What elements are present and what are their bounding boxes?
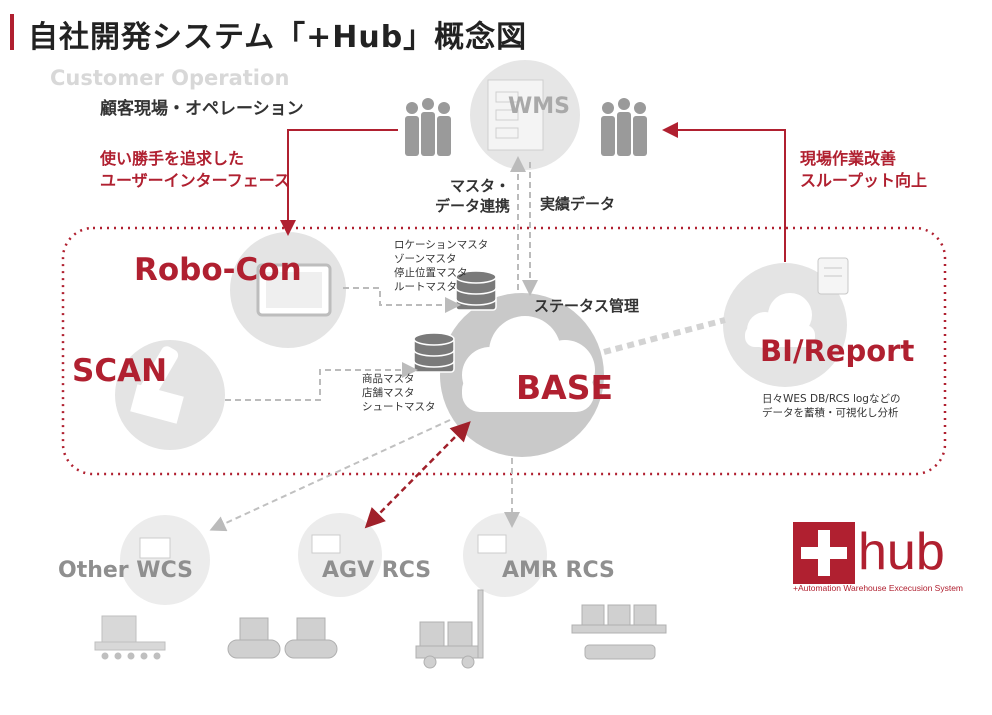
ui-note: 使い勝手を追求した ユーザーインターフェース: [100, 149, 290, 190]
improvement-arrow: [662, 122, 786, 262]
scan-label: SCAN: [72, 353, 168, 389]
hub-logo-tagline: +Automation Warehouse Excecusion System: [793, 583, 964, 593]
barcode-scanner-icon: [130, 346, 184, 424]
customer-operation-jp: 顧客現場・オペレーション: [100, 99, 304, 119]
customer-operation-en: Customer Operation: [50, 66, 290, 90]
status-management-note: ステータス管理: [534, 297, 640, 315]
workers-icon-left: [405, 98, 451, 156]
other-wcs-arrow: [209, 419, 451, 532]
scan-master-list: 商品マスタ 店舗マスタ シュートマスタ: [362, 373, 436, 413]
amr-shelf-icon: [571, 604, 667, 660]
agv-circle: [298, 513, 382, 597]
other-wcs-label: Other WCS: [58, 558, 193, 583]
robocon-db-arrow: [343, 287, 461, 313]
ui-arrow: [280, 129, 398, 236]
agv-robot-icons: [227, 617, 338, 659]
agv-rcs-label: AGV RCS: [322, 558, 432, 583]
conveyor-icon: [94, 615, 166, 660]
monitor-icons: [139, 534, 507, 559]
master-sync-note: マスタ・ データ連携: [434, 177, 510, 215]
bi-cloud-icon: [745, 293, 815, 348]
database-icon-robocon: [455, 270, 497, 311]
robocon-label: Robo-Con: [134, 252, 302, 288]
agv-arrow: [364, 421, 471, 529]
workers-icon-right: [601, 98, 647, 156]
page-title: 自社開発システム「+Hub」概念図: [28, 20, 528, 55]
amr-rcs-label: AMR RCS: [502, 558, 615, 583]
server-rack-icon: [487, 79, 544, 151]
hub-logo: [793, 522, 855, 584]
system-boundary: [61, 226, 947, 476]
database-icon-scan: [413, 332, 455, 373]
bi-report-label: BI/Report: [760, 334, 915, 368]
report-document-icon: [817, 257, 849, 295]
robocon-master-list: ロケーションマスタ ゾーンマスタ 停止位置マスタ ルートマスタ: [394, 239, 489, 293]
actual-data-note: 実績データ: [540, 195, 616, 213]
scan-db-arrow: [225, 362, 418, 401]
title-accent-bar: [10, 14, 14, 50]
amr-circle: [463, 513, 547, 597]
tablet-icon: [256, 263, 332, 317]
bi-description: 日々WES DB/RCS logなどの データを蓄積・可視化し分析: [762, 393, 901, 419]
base-label: BASE: [516, 368, 614, 407]
bi-link: [603, 317, 726, 355]
forklift-icon: [415, 589, 484, 669]
hub-logo-text: hub: [858, 523, 945, 581]
improvement-note: 現場作業改善 スループット向上: [800, 149, 928, 190]
cloud-icon: [462, 316, 595, 412]
wms-label: WMS: [508, 94, 571, 119]
